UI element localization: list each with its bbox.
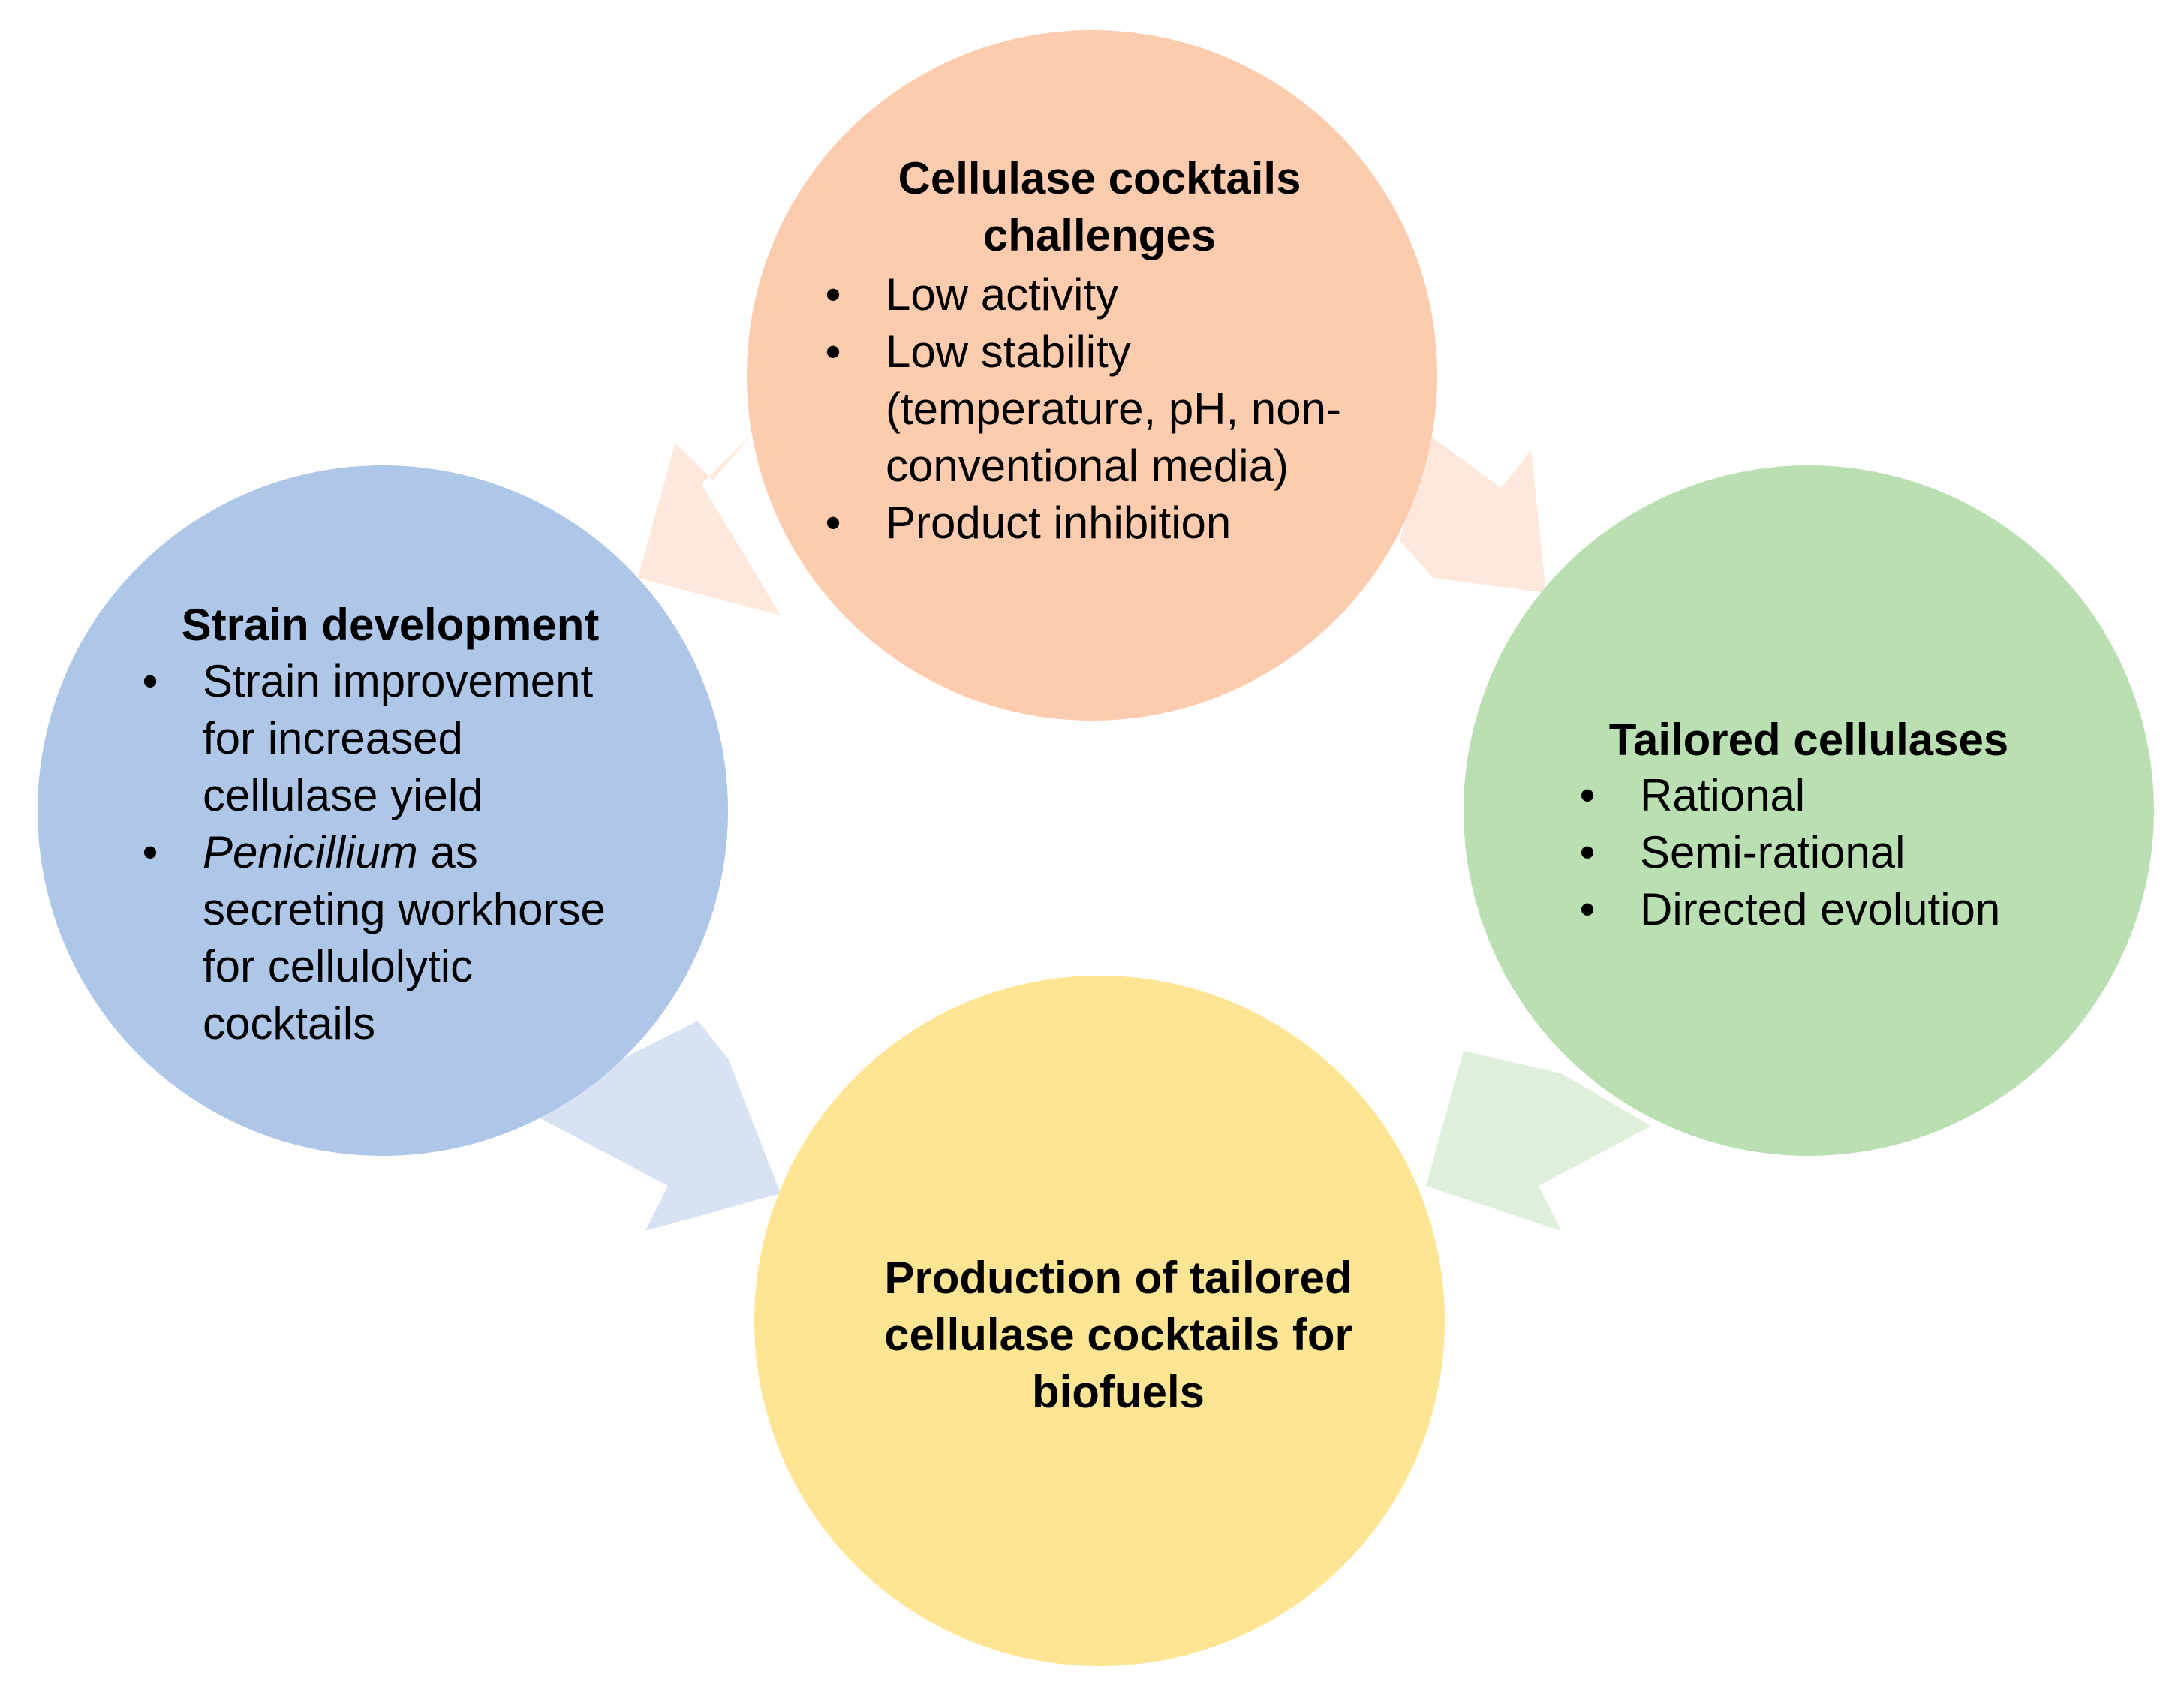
arrow-challenges-to-tailored: [1400, 435, 1546, 593]
list-item-text: Strain improvement: [203, 656, 594, 706]
list-item-text: cellulase yield: [203, 770, 483, 820]
arrow-challenges-to-strain: [638, 435, 781, 615]
list-item-text: Low stability: [886, 326, 1131, 377]
challenges-title-line1: Cellulase cocktails: [898, 153, 1301, 203]
arrow-tailored-to-production: [1426, 1051, 1651, 1231]
list-item: Semi-rational: [1565, 824, 2135, 881]
list-item: Product inhibition: [811, 495, 1411, 552]
list-item: Strain improvement for increased cellula…: [128, 653, 713, 824]
list-item-text: Semi-rational: [1640, 827, 1906, 877]
production-title-line: cellulase cocktails for: [884, 1310, 1352, 1360]
list-item-text: Product inhibition: [886, 498, 1232, 548]
list-item: Directed evolution: [1565, 881, 2135, 938]
production-title-line: Production of tailored: [884, 1253, 1352, 1303]
list-item-text: for increased: [203, 713, 463, 763]
tailored-title: Tailored cellulases: [1608, 715, 2009, 765]
challenges-title: Cellulase cocktails challenges: [826, 150, 1373, 264]
strain-list: Strain improvement for increased cellula…: [128, 653, 713, 1052]
strain-title: Strain development: [181, 600, 600, 650]
list-item-text: conventional media): [886, 441, 1289, 491]
list-item-text: cocktails: [203, 998, 376, 1049]
challenges-list: Low activity Low stability (temperature,…: [811, 266, 1411, 552]
list-item-text: Directed evolution: [1640, 884, 2001, 934]
italic-genus: Penicillium: [203, 827, 418, 877]
list-item: Low activity: [811, 266, 1411, 323]
list-item: Low stability (temperature, pH, non- con…: [811, 323, 1411, 495]
list-item: Rational: [1565, 767, 2135, 824]
list-item-text: Rational: [1640, 770, 1806, 820]
list-item-text: for cellulolytic: [203, 941, 474, 991]
production-title: Production of tailored cellulase cocktai…: [796, 1250, 1441, 1421]
list-item: Penicillium as secreting workhorse for c…: [128, 824, 713, 1052]
list-item-text: Low activity: [886, 269, 1119, 320]
list-item-text: secreting workhorse: [203, 884, 606, 934]
list-item-text: (temperature, pH, non-: [886, 384, 1341, 434]
list-item-text: as: [417, 827, 478, 877]
challenges-title-line2: challenges: [982, 210, 1217, 260]
production-title-line: biofuels: [1031, 1367, 1205, 1417]
tailored-list: Rational Semi-rational Directed evolutio…: [1565, 767, 2135, 938]
production-circle: [754, 976, 1445, 1666]
